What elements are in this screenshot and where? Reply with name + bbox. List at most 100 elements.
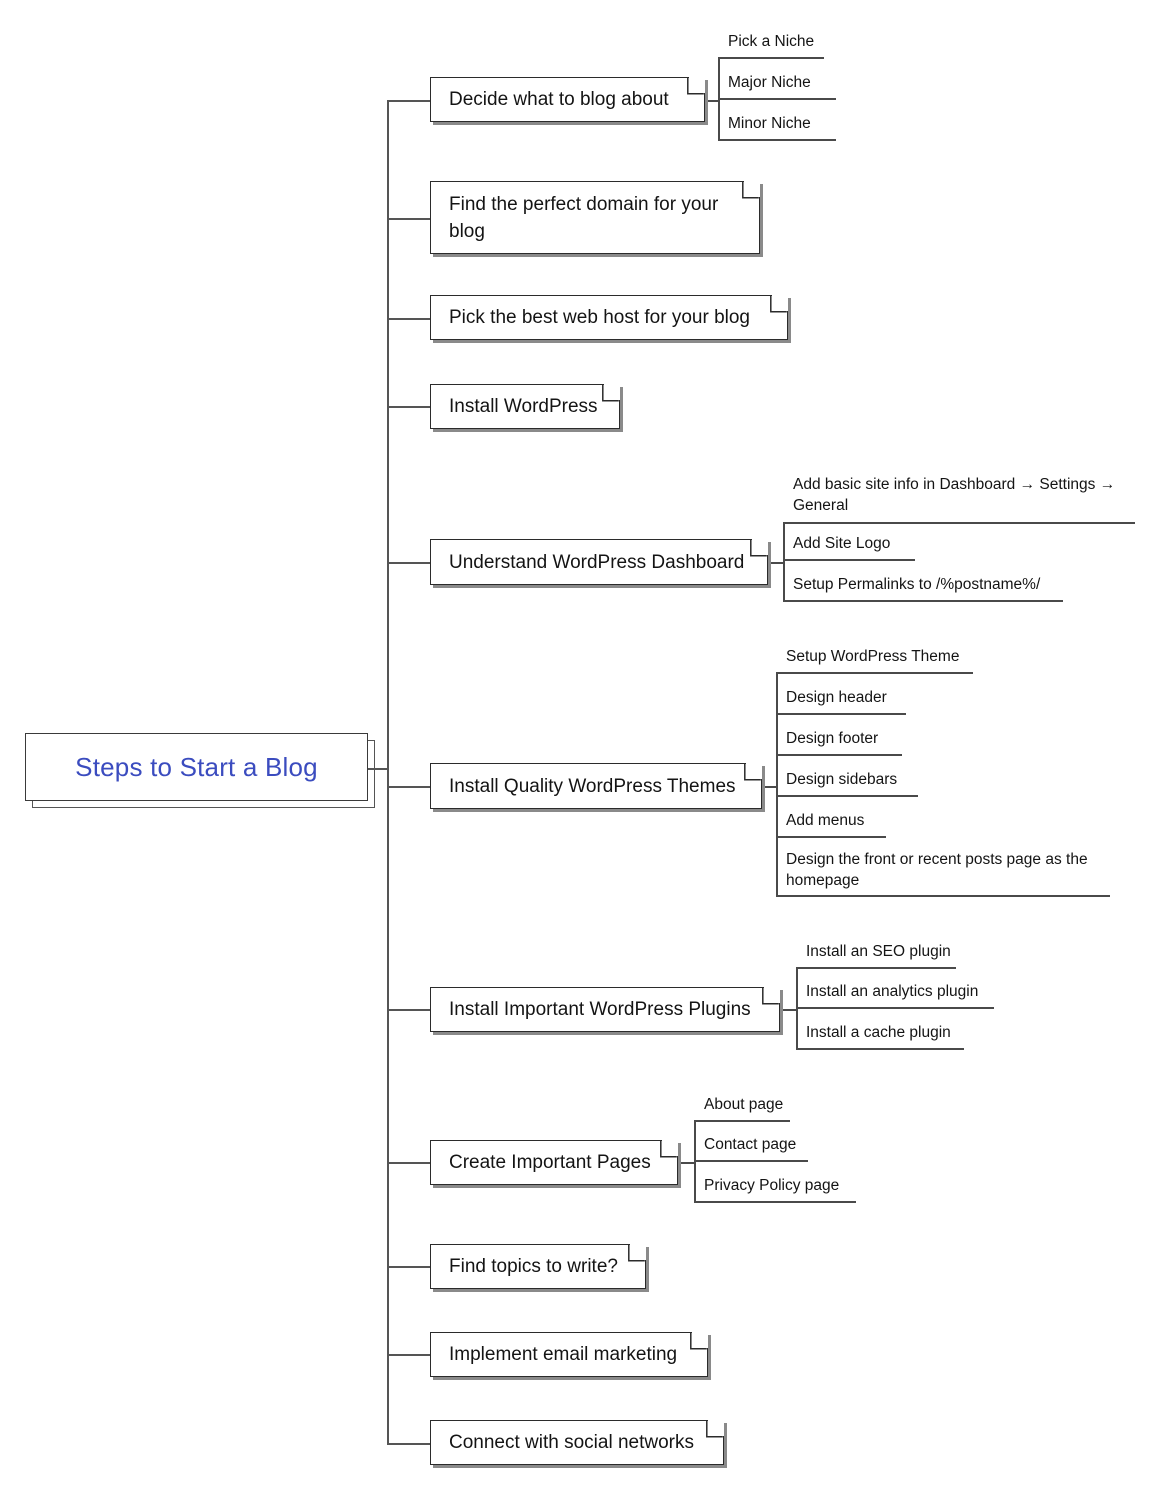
main-spine [387, 100, 389, 1443]
branch-connector [387, 1266, 430, 1268]
leaf-node[interactable]: About page [704, 1094, 820, 1115]
fold-mask [752, 539, 768, 555]
sub-connector [780, 1009, 798, 1011]
fold-mask [746, 763, 762, 779]
branch-node-box[interactable]: Find the perfect domain for your blog [430, 181, 760, 254]
branch-connector [387, 318, 430, 320]
branch-node-box[interactable]: Pick the best web host for your blog [430, 295, 788, 340]
branch-node[interactable]: Find topics to write? [430, 1244, 649, 1292]
leaf-node[interactable]: Design footer [786, 728, 932, 749]
branch-node[interactable]: Install Quality WordPress Themes [430, 763, 765, 812]
branch-node[interactable]: Install WordPress [430, 384, 623, 432]
leaf-underline [783, 600, 1063, 602]
branch-node-box[interactable]: Understand WordPress Dashboard [430, 539, 768, 585]
root-node-label: Steps to Start a Blog [75, 751, 318, 782]
root-node-box[interactable]: Steps to Start a Blog [25, 733, 368, 801]
leaf-label: Design the front or recent posts page as… [786, 851, 1088, 889]
branch-connector [387, 1009, 430, 1011]
leaf-node[interactable]: Privacy Policy page [704, 1175, 886, 1196]
branch-node-label: Install Important WordPress Plugins [449, 999, 751, 1020]
folded-corner-icon [744, 763, 761, 781]
fold-mask [764, 987, 780, 1003]
leaf-node[interactable]: Major Niche [728, 72, 866, 93]
branch-connector [387, 218, 430, 220]
leaf-node[interactable]: Add Site Logo [793, 533, 945, 554]
leaf-node[interactable]: Install a cache plugin [806, 1022, 994, 1043]
leaf-label: Setup Permalinks to /%postname%/ [793, 576, 1041, 593]
leaf-underline [694, 1160, 808, 1162]
folded-corner-icon [602, 384, 619, 402]
branch-node-box[interactable]: Implement email marketing [430, 1332, 708, 1377]
sub-connector [768, 562, 785, 564]
branch-node-box[interactable]: Decide what to blog about [430, 77, 705, 122]
fold-mask [744, 181, 760, 197]
branch-node-label: Create Important Pages [449, 1152, 651, 1173]
leaf-underline [776, 754, 902, 756]
leaf-underline [796, 1048, 964, 1050]
leaf-label: Privacy Policy page [704, 1177, 840, 1194]
branch-node-label: Install Quality WordPress Themes [449, 775, 736, 797]
branch-node[interactable]: Find the perfect domain for your blog [430, 181, 763, 257]
branch-node[interactable]: Connect with social networks [430, 1420, 727, 1468]
branch-connector [387, 1443, 430, 1445]
leaf-underline [694, 1201, 856, 1203]
leaf-underline [796, 1007, 994, 1009]
fold-mask [689, 77, 705, 93]
leaf-node[interactable]: Add basic site info in Dashboard → Setti… [793, 474, 1160, 516]
fold-mask [630, 1244, 646, 1260]
branch-node-box[interactable]: Connect with social networks [430, 1420, 724, 1465]
branch-node-label: Find the perfect domain for your blog [449, 193, 719, 242]
branch-node-box[interactable]: Install WordPress [430, 384, 620, 429]
leaf-label: Install an analytics plugin [806, 983, 979, 1000]
folded-corner-icon [750, 539, 767, 557]
branch-node[interactable]: Implement email marketing [430, 1332, 711, 1380]
folded-corner-icon [770, 295, 787, 313]
leaf-label: Major Niche [728, 74, 811, 91]
leaf-label: Design header [786, 689, 887, 706]
branch-connector [387, 786, 430, 788]
branch-node-label: Pick the best web host for your blog [449, 307, 750, 328]
leaf-node[interactable]: Pick a Niche [728, 31, 854, 52]
leaf-label: Contact page [704, 1136, 797, 1153]
branch-node[interactable]: Understand WordPress Dashboard [430, 539, 771, 588]
branch-node-box[interactable]: Install Quality WordPress Themes [430, 763, 762, 809]
leaf-underline [718, 139, 836, 141]
leaf-underline [796, 967, 956, 969]
leaf-node[interactable]: Add menus [786, 810, 916, 831]
leaf-node[interactable]: Contact page [704, 1134, 838, 1155]
folded-corner-icon [660, 1140, 677, 1158]
sub-connector [678, 1162, 696, 1164]
leaf-label: About page [704, 1096, 784, 1113]
leaf-node[interactable]: Install an SEO plugin [806, 941, 986, 962]
branch-node-box[interactable]: Install Important WordPress Plugins [430, 987, 780, 1032]
leaf-node[interactable]: Setup Permalinks to /%postname%/ [793, 574, 1093, 595]
leaf-node[interactable]: Setup WordPress Theme [786, 646, 1003, 667]
leaf-underline [694, 1120, 790, 1122]
leaf-label: Install an SEO plugin [806, 943, 951, 960]
leaf-node[interactable]: Install an analytics plugin [806, 981, 1024, 1002]
leaf-underline [718, 98, 836, 100]
branch-node[interactable]: Decide what to blog about [430, 77, 708, 125]
leaf-label: Design sidebars [786, 771, 898, 788]
leaf-node[interactable]: Design sidebars [786, 769, 948, 790]
leaf-underline [776, 895, 1110, 897]
leaf-label: Install a cache plugin [806, 1024, 951, 1041]
leaf-node[interactable]: Minor Niche [728, 113, 866, 134]
leaf-label: Design footer [786, 730, 879, 747]
branch-node-box[interactable]: Find topics to write? [430, 1244, 646, 1289]
leaf-underline [776, 713, 906, 715]
sub-spine [776, 672, 778, 895]
branch-node[interactable]: Create Important Pages [430, 1140, 681, 1188]
branch-connector [387, 1354, 430, 1356]
folded-corner-icon [762, 987, 779, 1005]
folded-corner-icon [690, 1332, 707, 1350]
branch-node-label: Install WordPress [449, 396, 598, 417]
branch-node[interactable]: Install Important WordPress Plugins [430, 987, 783, 1035]
folded-corner-icon [742, 181, 759, 199]
branch-node-box[interactable]: Create Important Pages [430, 1140, 678, 1185]
branch-node[interactable]: Pick the best web host for your blog [430, 295, 791, 343]
branch-connector [387, 562, 430, 564]
leaf-node[interactable]: Design header [786, 687, 936, 708]
fold-mask [662, 1140, 678, 1156]
leaf-node[interactable]: Design the front or recent posts page as… [786, 849, 1140, 891]
